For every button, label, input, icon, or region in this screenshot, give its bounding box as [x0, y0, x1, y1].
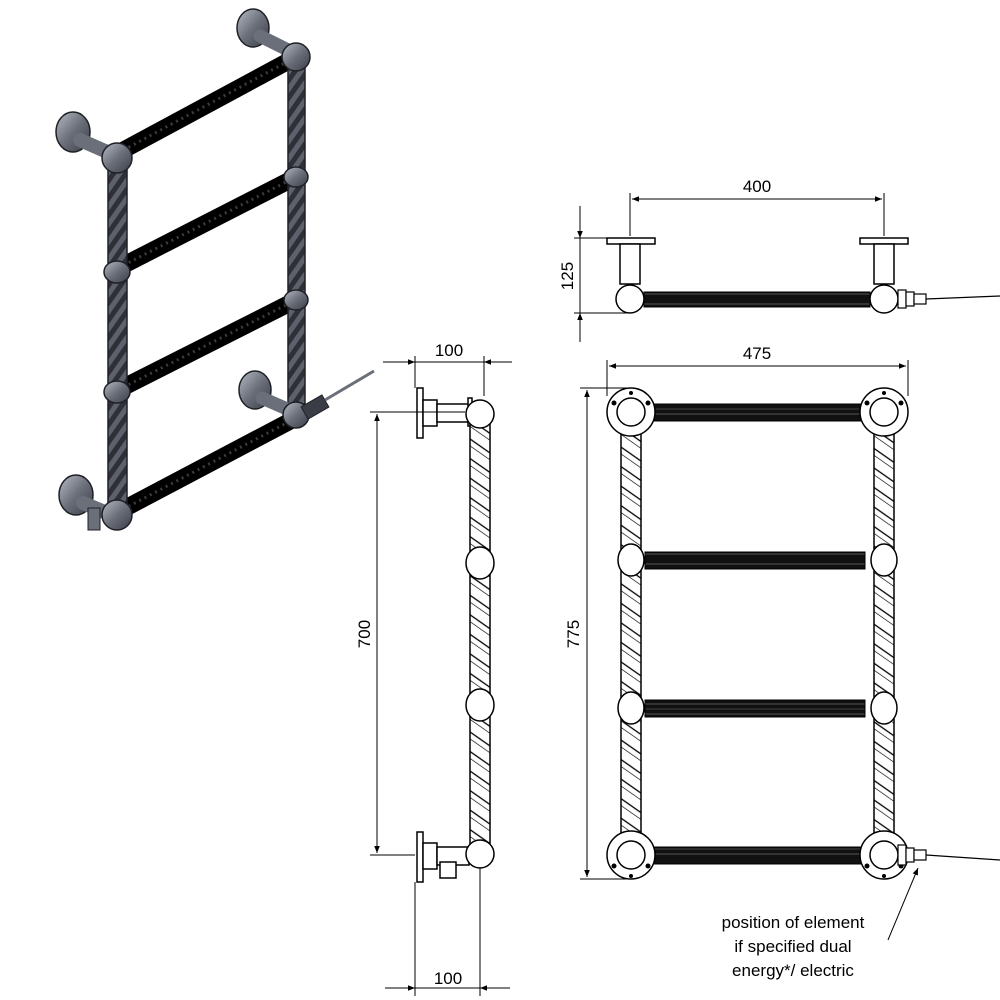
- side-upright: [469, 419, 491, 851]
- front-upright-left: [620, 419, 642, 851]
- note-line-3: energy*/ electric: [732, 961, 854, 980]
- front-joints: [616, 397, 899, 870]
- side-joints: [465, 399, 495, 869]
- front-rung-1: [644, 403, 866, 422]
- dim-side-projection-bottom: 100: [434, 969, 462, 988]
- front-heating-element: [897, 844, 1000, 866]
- iso-upright-front: [107, 154, 128, 516]
- iso-upright-rear: [287, 54, 306, 416]
- top-view: [606, 237, 1000, 314]
- iso-wall-bracket-top-front: [55, 111, 119, 161]
- side-arm-bottom: [422, 842, 470, 879]
- dim-side-projection-top: 100: [435, 341, 463, 360]
- top-heating-element: [897, 289, 1000, 309]
- side-wall-plate-top: [416, 387, 424, 439]
- side-view: [416, 387, 495, 883]
- side-wall-plate-bottom: [416, 831, 424, 883]
- front-view: [606, 387, 1000, 880]
- dim-front-height: 775: [564, 620, 583, 648]
- iso-heating-element: [300, 369, 375, 420]
- dim-side-height: 700: [355, 620, 374, 648]
- isometric-view: [55, 8, 375, 531]
- note-line-1: position of element: [722, 913, 865, 932]
- dim-top-width: 400: [743, 177, 771, 196]
- dim-top-depth: 125: [558, 262, 577, 290]
- dimension-lines: [370, 193, 919, 996]
- top-rung: [643, 291, 871, 308]
- iso-joints: [101, 42, 311, 531]
- iso-rungs: [109, 48, 305, 521]
- front-rosettes: [606, 387, 909, 880]
- dimension-labels: 400 125 475 775 100 700 100: [355, 177, 771, 988]
- front-rosette-screws: [611, 391, 904, 878]
- iso-wall-bracket-top-rear: [236, 8, 299, 59]
- front-rung-2: [644, 551, 866, 570]
- front-upright-right: [873, 419, 895, 851]
- element-note: position of element if specified dual en…: [722, 913, 865, 980]
- dim-front-width: 475: [743, 344, 771, 363]
- note-line-2: if specified dual: [734, 937, 851, 956]
- front-rung-3: [644, 699, 866, 718]
- top-bracket-right: [859, 237, 909, 314]
- top-bracket-left: [606, 237, 656, 314]
- front-rung-4: [644, 846, 866, 865]
